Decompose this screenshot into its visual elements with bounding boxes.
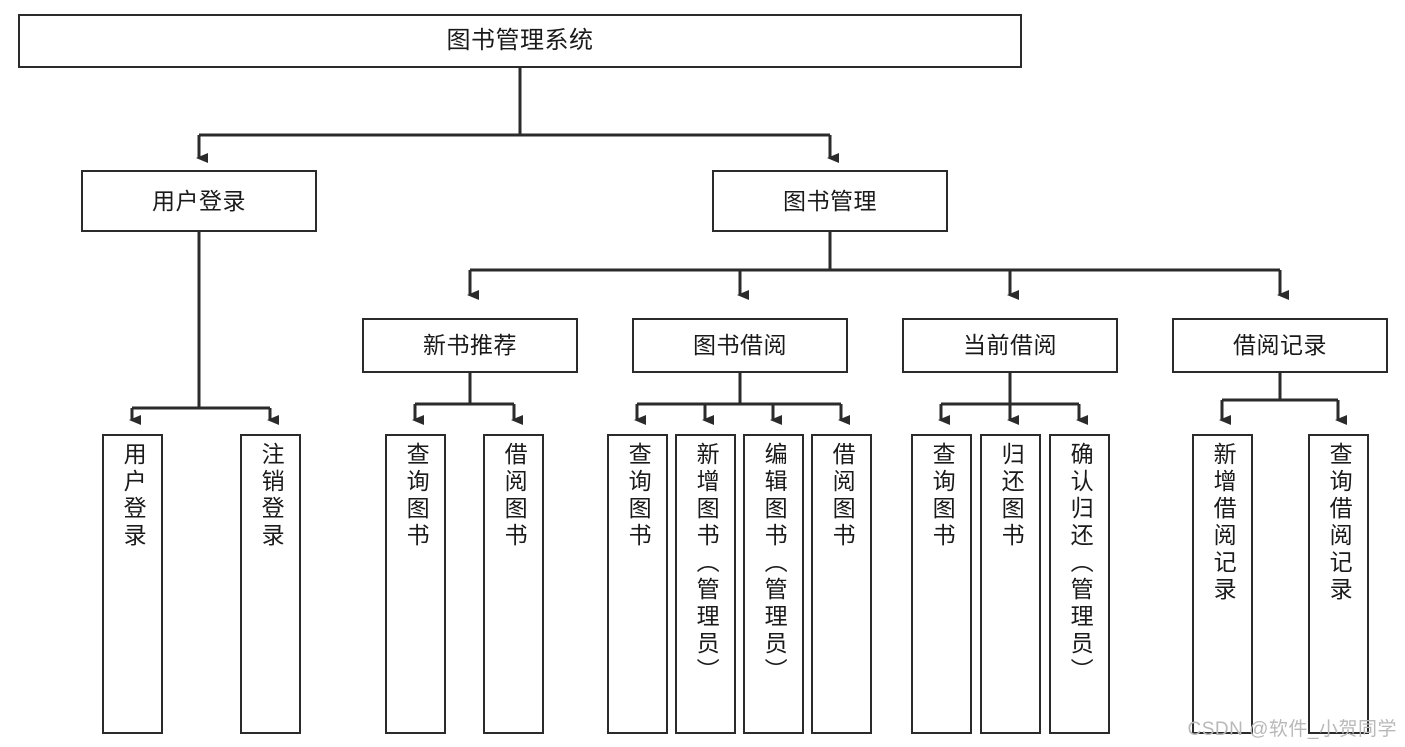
- node-leaf-book-borrow-add[interactable]: 新增图书（管理员）: [675, 434, 736, 734]
- node-book-borrow[interactable]: 图书借阅: [632, 318, 848, 373]
- node-leaf-borrow-record-add[interactable]: 新增借阅记录: [1192, 434, 1253, 734]
- node-user-login[interactable]: 用户登录: [81, 170, 317, 232]
- node-leaf-new-book-query[interactable]: 查询图书: [385, 434, 446, 734]
- node-user-login-label: 用户登录: [152, 187, 246, 214]
- node-borrow-record-label: 借阅记录: [1233, 332, 1327, 359]
- node-root[interactable]: 图书管理系统: [18, 14, 1022, 68]
- node-book-borrow-label: 图书借阅: [693, 332, 787, 359]
- node-leaf-current-borrow-confirm[interactable]: 确认归还（管理员）: [1049, 434, 1110, 734]
- node-leaf-current-borrow-query[interactable]: 查询图书: [911, 434, 972, 734]
- node-leaf-book-borrow-add-label: 新增图书（管理员）: [693, 442, 720, 685]
- node-leaf-book-borrow-borrow[interactable]: 借阅图书: [811, 434, 872, 734]
- node-new-book-recommend[interactable]: 新书推荐: [362, 318, 578, 373]
- node-leaf-book-borrow-borrow-label: 借阅图书: [829, 442, 856, 550]
- node-leaf-new-book-borrow-label: 借阅图书: [501, 442, 528, 550]
- node-leaf-book-borrow-query[interactable]: 查询图书: [607, 434, 668, 734]
- node-leaf-current-borrow-query-label: 查询图书: [929, 442, 956, 550]
- node-leaf-user-login-login-label: 用户登录: [120, 442, 147, 550]
- node-current-borrow[interactable]: 当前借阅: [902, 318, 1118, 373]
- node-leaf-new-book-borrow[interactable]: 借阅图书: [483, 434, 544, 734]
- node-leaf-user-login-login[interactable]: 用户登录: [102, 434, 163, 734]
- csdn-watermark: CSDN @软件_小贺同学: [1187, 719, 1397, 740]
- node-leaf-borrow-record-add-label: 新增借阅记录: [1210, 442, 1237, 604]
- node-leaf-book-borrow-query-label: 查询图书: [625, 442, 652, 550]
- node-leaf-current-borrow-return-label: 归还图书: [998, 442, 1025, 550]
- node-leaf-current-borrow-return[interactable]: 归还图书: [980, 434, 1041, 734]
- node-leaf-borrow-record-query[interactable]: 查询借阅记录: [1308, 434, 1369, 734]
- node-current-borrow-label: 当前借阅: [963, 332, 1057, 359]
- node-leaf-new-book-query-label: 查询图书: [403, 442, 430, 550]
- node-leaf-current-borrow-confirm-label: 确认归还（管理员）: [1067, 442, 1094, 685]
- node-leaf-user-login-logout[interactable]: 注销登录: [240, 434, 301, 734]
- node-leaf-book-borrow-edit[interactable]: 编辑图书（管理员）: [743, 434, 804, 734]
- node-root-label: 图书管理系统: [446, 27, 594, 55]
- node-leaf-user-login-logout-label: 注销登录: [258, 442, 285, 550]
- node-book-management[interactable]: 图书管理: [712, 170, 948, 232]
- node-leaf-borrow-record-query-label: 查询借阅记录: [1326, 442, 1353, 604]
- node-borrow-record[interactable]: 借阅记录: [1172, 318, 1388, 373]
- node-new-book-recommend-label: 新书推荐: [423, 332, 517, 359]
- node-leaf-book-borrow-edit-label: 编辑图书（管理员）: [761, 442, 788, 685]
- node-book-management-label: 图书管理: [783, 187, 877, 214]
